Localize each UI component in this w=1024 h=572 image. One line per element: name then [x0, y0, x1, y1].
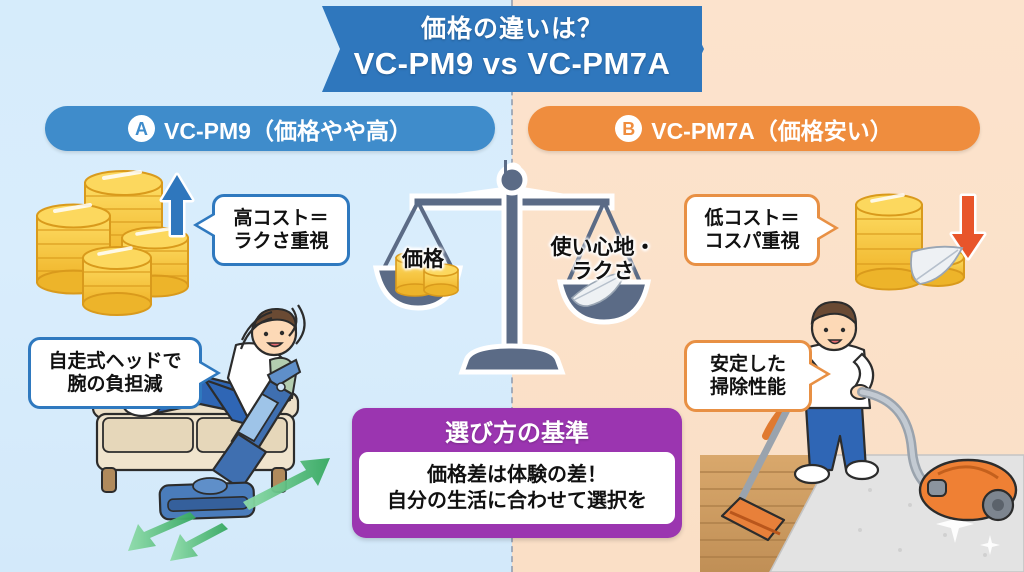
- coin-stack-icon: [855, 193, 965, 291]
- feather-icon: [570, 271, 628, 307]
- scale-label-left: 価格: [392, 248, 454, 272]
- callout-right-top-line1: 低コスト＝: [704, 207, 800, 229]
- up-arrow-icon: [159, 172, 195, 238]
- stick-vacuum-icon: [158, 358, 302, 521]
- sparkle-icon: [936, 505, 1000, 555]
- feather-icon: [910, 245, 964, 285]
- scale-label-right-line1: 使い心地・: [550, 236, 656, 259]
- criteria-panel: 選び方の基準 価格差は体験の差！ 自分の生活に合わせて選択を: [352, 408, 682, 538]
- scale-label-right-line2: ラクさ: [571, 260, 635, 284]
- column-header-right[interactable]: B VC-PM7A（価格安い）: [528, 106, 980, 151]
- column-header-left[interactable]: A VC-PM9（価格やや高）: [45, 106, 495, 151]
- coin-stack-icon: [36, 170, 189, 316]
- callout-tail-inner: [194, 360, 216, 386]
- callout-left-top-line2: ラクさ重視: [233, 231, 329, 252]
- column-header-left-title: VC-PM9（価格やや高）: [164, 117, 412, 144]
- down-arrow-icon: [949, 193, 987, 261]
- criteria-panel-body: 価格差は体験の差！ 自分の生活に合わせて選択を: [359, 452, 675, 524]
- balance-scale-icon: [372, 160, 652, 375]
- callout-right-top-line2: コスパ重視: [704, 231, 800, 252]
- criteria-line-2: 自分の生活に合わせて選択を: [387, 490, 647, 512]
- banner-line-1: 価格の違いは？: [420, 15, 603, 44]
- badge-b: B: [615, 115, 643, 142]
- badge-a: A: [128, 115, 156, 142]
- criteria-line-1: 価格差は体験の差！: [427, 464, 607, 486]
- title-banner: 価格の違いは？ VC-PM9 vs VC-PM7A: [322, 6, 702, 92]
- callout-left-top: 高コスト＝ ラクさ重視: [193, 194, 350, 266]
- callout-left-top-line1: 高コスト＝: [233, 207, 329, 229]
- callout-left-bottom-line2: 腕の負担減: [67, 374, 163, 395]
- callout-left-bottom: 自走式ヘッドで 腕の負担減: [28, 337, 221, 409]
- banner-line-2: VC-PM9 vs VC-PM7A: [353, 45, 671, 81]
- scale-label-left-text: 価格: [402, 248, 444, 271]
- callout-right-bottom: 安定した 掃除性能: [684, 340, 831, 412]
- motion-arrows-icon: [128, 458, 330, 561]
- callout-right-bottom-line2: 掃除性能: [709, 377, 786, 398]
- callout-left-bottom-line1: 自走式ヘッドで: [48, 350, 182, 372]
- callout-tail-inner: [812, 215, 834, 241]
- criteria-panel-heading: 選び方の基準: [445, 419, 589, 447]
- callout-tail-inner: [198, 212, 220, 238]
- callout-tail-inner: [804, 361, 826, 387]
- column-header-right-title: VC-PM7A（価格安い）: [651, 117, 893, 144]
- scale-label-right: 使い心地・ ラクさ: [538, 236, 668, 284]
- callout-right-bottom-line1: 安定した: [709, 353, 786, 375]
- callout-right-top: 低コスト＝ コスパ重視: [684, 194, 839, 266]
